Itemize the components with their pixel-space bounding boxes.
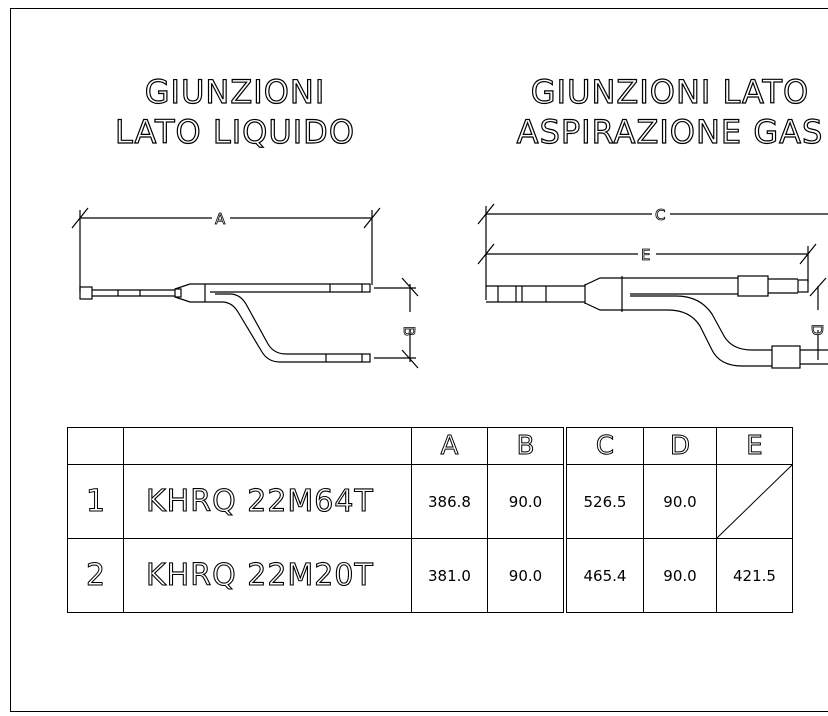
row-index: 1 bbox=[67, 464, 124, 539]
table-row: 1 KHRQ 22M64T 386.8 90.0 526.5 90.0 bbox=[67, 464, 793, 539]
dim-a-label: A bbox=[215, 210, 226, 228]
title-liquid-side: GIUNZIONI LATO LIQUIDO bbox=[110, 72, 360, 152]
drawing-frame bbox=[10, 8, 828, 712]
row-value-b: 90.0 bbox=[487, 464, 566, 539]
row-value-c: 526.5 bbox=[563, 464, 644, 539]
pipe-end-left bbox=[79, 286, 93, 300]
row-value-d: 90.0 bbox=[643, 464, 717, 539]
gas-joint-drawing bbox=[477, 203, 828, 369]
title-liquid-line-2: LATO LIQUIDO bbox=[114, 112, 355, 151]
row-value-c: 465.4 bbox=[563, 538, 644, 613]
header-cell-d: D bbox=[643, 427, 717, 465]
row-value-a: 381.0 bbox=[411, 538, 488, 613]
liquid-joint-drawing bbox=[71, 207, 419, 369]
row-value-e-empty bbox=[716, 464, 793, 539]
gas-upper-sleeve bbox=[737, 275, 769, 297]
row-value-a: 386.8 bbox=[411, 464, 488, 539]
title-gas-side: GIUNZIONI LATO ASPIRAZIONE GAS bbox=[505, 72, 828, 152]
row-model: KHRQ 22M20T bbox=[123, 538, 412, 613]
dim-c-label: C bbox=[655, 206, 665, 224]
dim-e-label: E bbox=[641, 246, 650, 264]
header-cell-c: C bbox=[563, 427, 644, 465]
table-row: 2 KHRQ 22M20T 381.0 90.0 465.4 90.0 421.… bbox=[67, 538, 793, 613]
title-gas-line-1: GIUNZIONI LATO bbox=[530, 72, 810, 111]
dim-d-label: D bbox=[808, 324, 826, 336]
header-cell-index bbox=[67, 427, 124, 465]
row-model: KHRQ 22M64T bbox=[123, 464, 412, 539]
header-cell-model bbox=[123, 427, 412, 465]
header-cell-e: E bbox=[716, 427, 793, 465]
gas-lower-sleeve bbox=[771, 345, 801, 369]
title-liquid-line-1: GIUNZIONI bbox=[144, 72, 326, 111]
pipe-end-upper bbox=[361, 283, 371, 293]
row-value-e: 421.5 bbox=[716, 538, 793, 613]
header-cell-b: B bbox=[487, 427, 566, 465]
row-value-b: 90.0 bbox=[487, 538, 566, 613]
title-gas-line-2: ASPIRAZIONE GAS bbox=[516, 112, 824, 151]
pipe-end-lower bbox=[361, 353, 371, 363]
dim-b-label: B bbox=[400, 326, 418, 336]
spec-table: A B C D E 1 KHRQ 22M64T 386.8 90.0 526.5… bbox=[67, 427, 793, 613]
table-header-row: A B C D E bbox=[67, 427, 793, 465]
diagonal-slash-icon bbox=[717, 465, 792, 538]
header-cell-a: A bbox=[411, 427, 488, 465]
row-value-d: 90.0 bbox=[643, 538, 717, 613]
row-index: 2 bbox=[67, 538, 124, 613]
